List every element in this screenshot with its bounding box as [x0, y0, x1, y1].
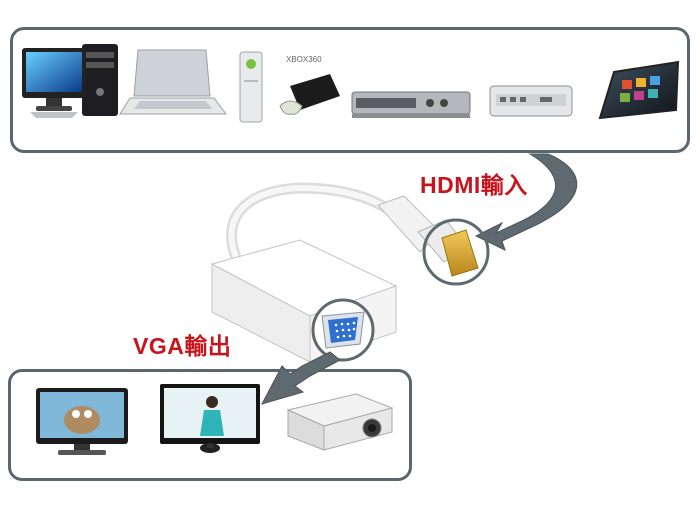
monitor-icon: [36, 388, 128, 455]
game-console-icon: XBOX360: [239, 51, 340, 123]
source-devices-panel: [10, 27, 690, 153]
vga-output-arrow: [261, 351, 341, 405]
desktop-pc-icon: [22, 44, 118, 118]
hdmi-input-label: HDMI輸入: [420, 172, 528, 198]
set-top-box-icon: [351, 91, 471, 118]
projector-icon: [286, 393, 394, 451]
display-icon: [160, 384, 260, 453]
tablet-icon: [598, 60, 680, 120]
hdmi-connector: [377, 195, 490, 286]
mini-computer-icon: [489, 85, 573, 117]
vga-port: [311, 298, 375, 362]
console-badge-text: XBOX360: [286, 55, 322, 64]
vga-output-label: VGA輸出: [133, 333, 232, 359]
laptop-icon: [119, 49, 227, 115]
